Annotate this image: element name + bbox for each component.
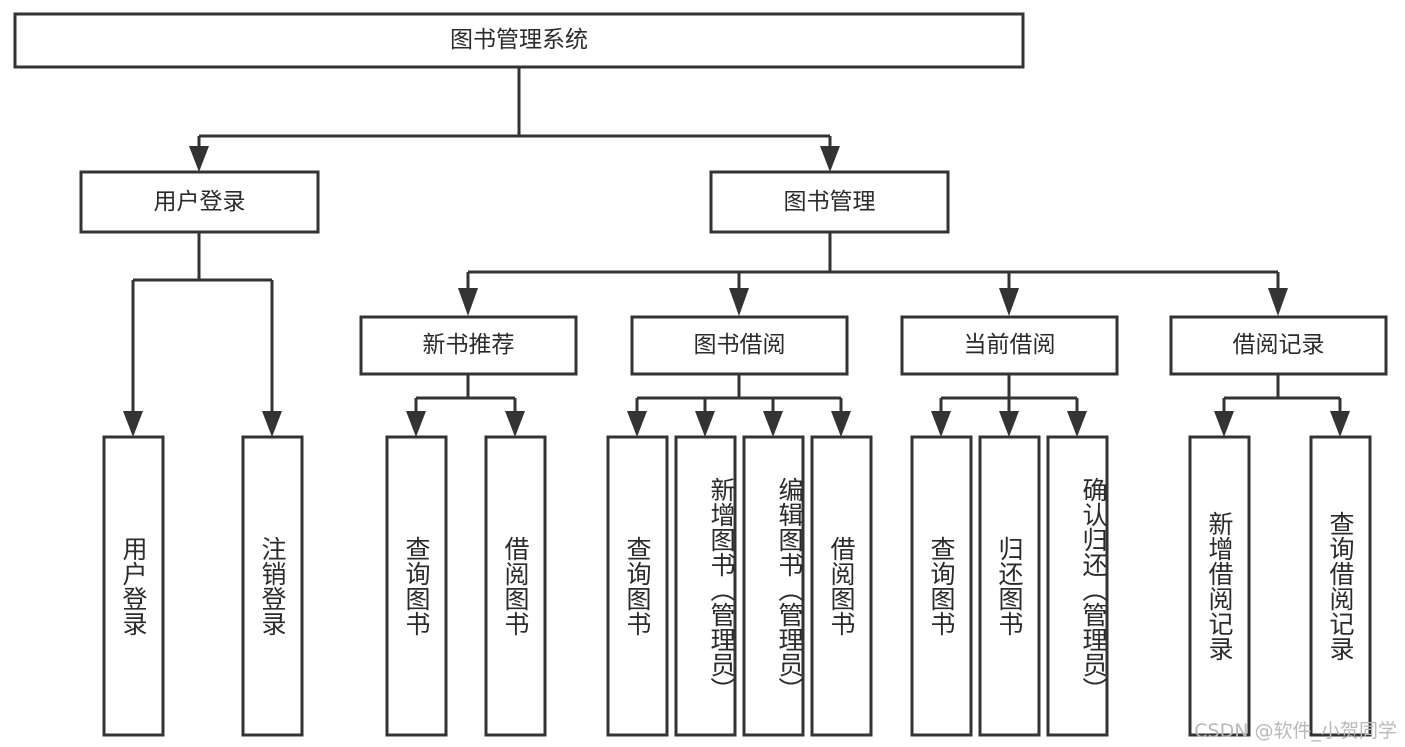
node-leaf-box[interactable] — [1188, 435, 1251, 737]
node-leaf-box[interactable] — [102, 435, 165, 737]
node-leaf-box[interactable] — [1046, 435, 1109, 737]
arrow-head-icon — [458, 288, 478, 316]
arrow-head-icon — [931, 411, 951, 437]
node-book-manage-box[interactable] — [709, 170, 950, 234]
arrow-head-icon — [189, 146, 209, 172]
arrow-head-icon — [831, 411, 851, 437]
arrow-head-icon — [1268, 288, 1288, 316]
node-new-book-recommend-box[interactable] — [359, 315, 578, 376]
arrow-head-icon — [820, 146, 840, 172]
node-user-login-box[interactable] — [79, 170, 320, 234]
node-leaf-box[interactable] — [674, 435, 737, 737]
arrow-head-icon — [695, 411, 715, 437]
arrow-head-icon — [406, 411, 426, 437]
node-current-borrow-box[interactable] — [900, 315, 1119, 376]
arrow-head-icon — [1330, 411, 1350, 437]
connector-userlogin-to-leaves — [123, 232, 282, 437]
connector-current-to-leaves — [931, 374, 1087, 437]
connector-recommend-to-leaves — [406, 374, 525, 437]
node-leaf-box[interactable] — [810, 435, 873, 737]
connector-borrow-to-leaves — [627, 374, 851, 437]
node-book-borrow-box[interactable] — [630, 315, 849, 376]
connector-record-to-leaves — [1214, 374, 1350, 437]
node-leaf-box[interactable] — [241, 435, 304, 737]
arrow-head-icon — [999, 288, 1019, 316]
arrow-head-icon — [1067, 411, 1087, 437]
arrow-head-icon — [729, 288, 749, 316]
node-leaf-box[interactable] — [1309, 435, 1372, 737]
arrow-head-icon — [1214, 411, 1234, 437]
arrow-head-icon — [123, 411, 143, 437]
arrow-head-icon — [763, 411, 783, 437]
connector-root-to-level2 — [189, 67, 840, 172]
arrow-head-icon — [505, 411, 525, 437]
node-leaf-box[interactable] — [978, 435, 1041, 737]
node-leaf-box[interactable] — [606, 435, 669, 737]
node-leaf-box[interactable] — [742, 435, 805, 737]
node-borrow-record-box[interactable] — [1169, 315, 1388, 376]
node-leaf-box[interactable] — [910, 435, 973, 737]
arrow-head-icon — [627, 411, 647, 437]
arrow-head-icon — [262, 411, 282, 437]
arrow-head-icon — [999, 411, 1019, 437]
node-root-box[interactable] — [13, 12, 1025, 69]
node-leaf-box[interactable] — [385, 435, 448, 737]
node-leaf-box[interactable] — [484, 435, 547, 737]
connector-bookmanage-to-level3 — [458, 232, 1288, 316]
